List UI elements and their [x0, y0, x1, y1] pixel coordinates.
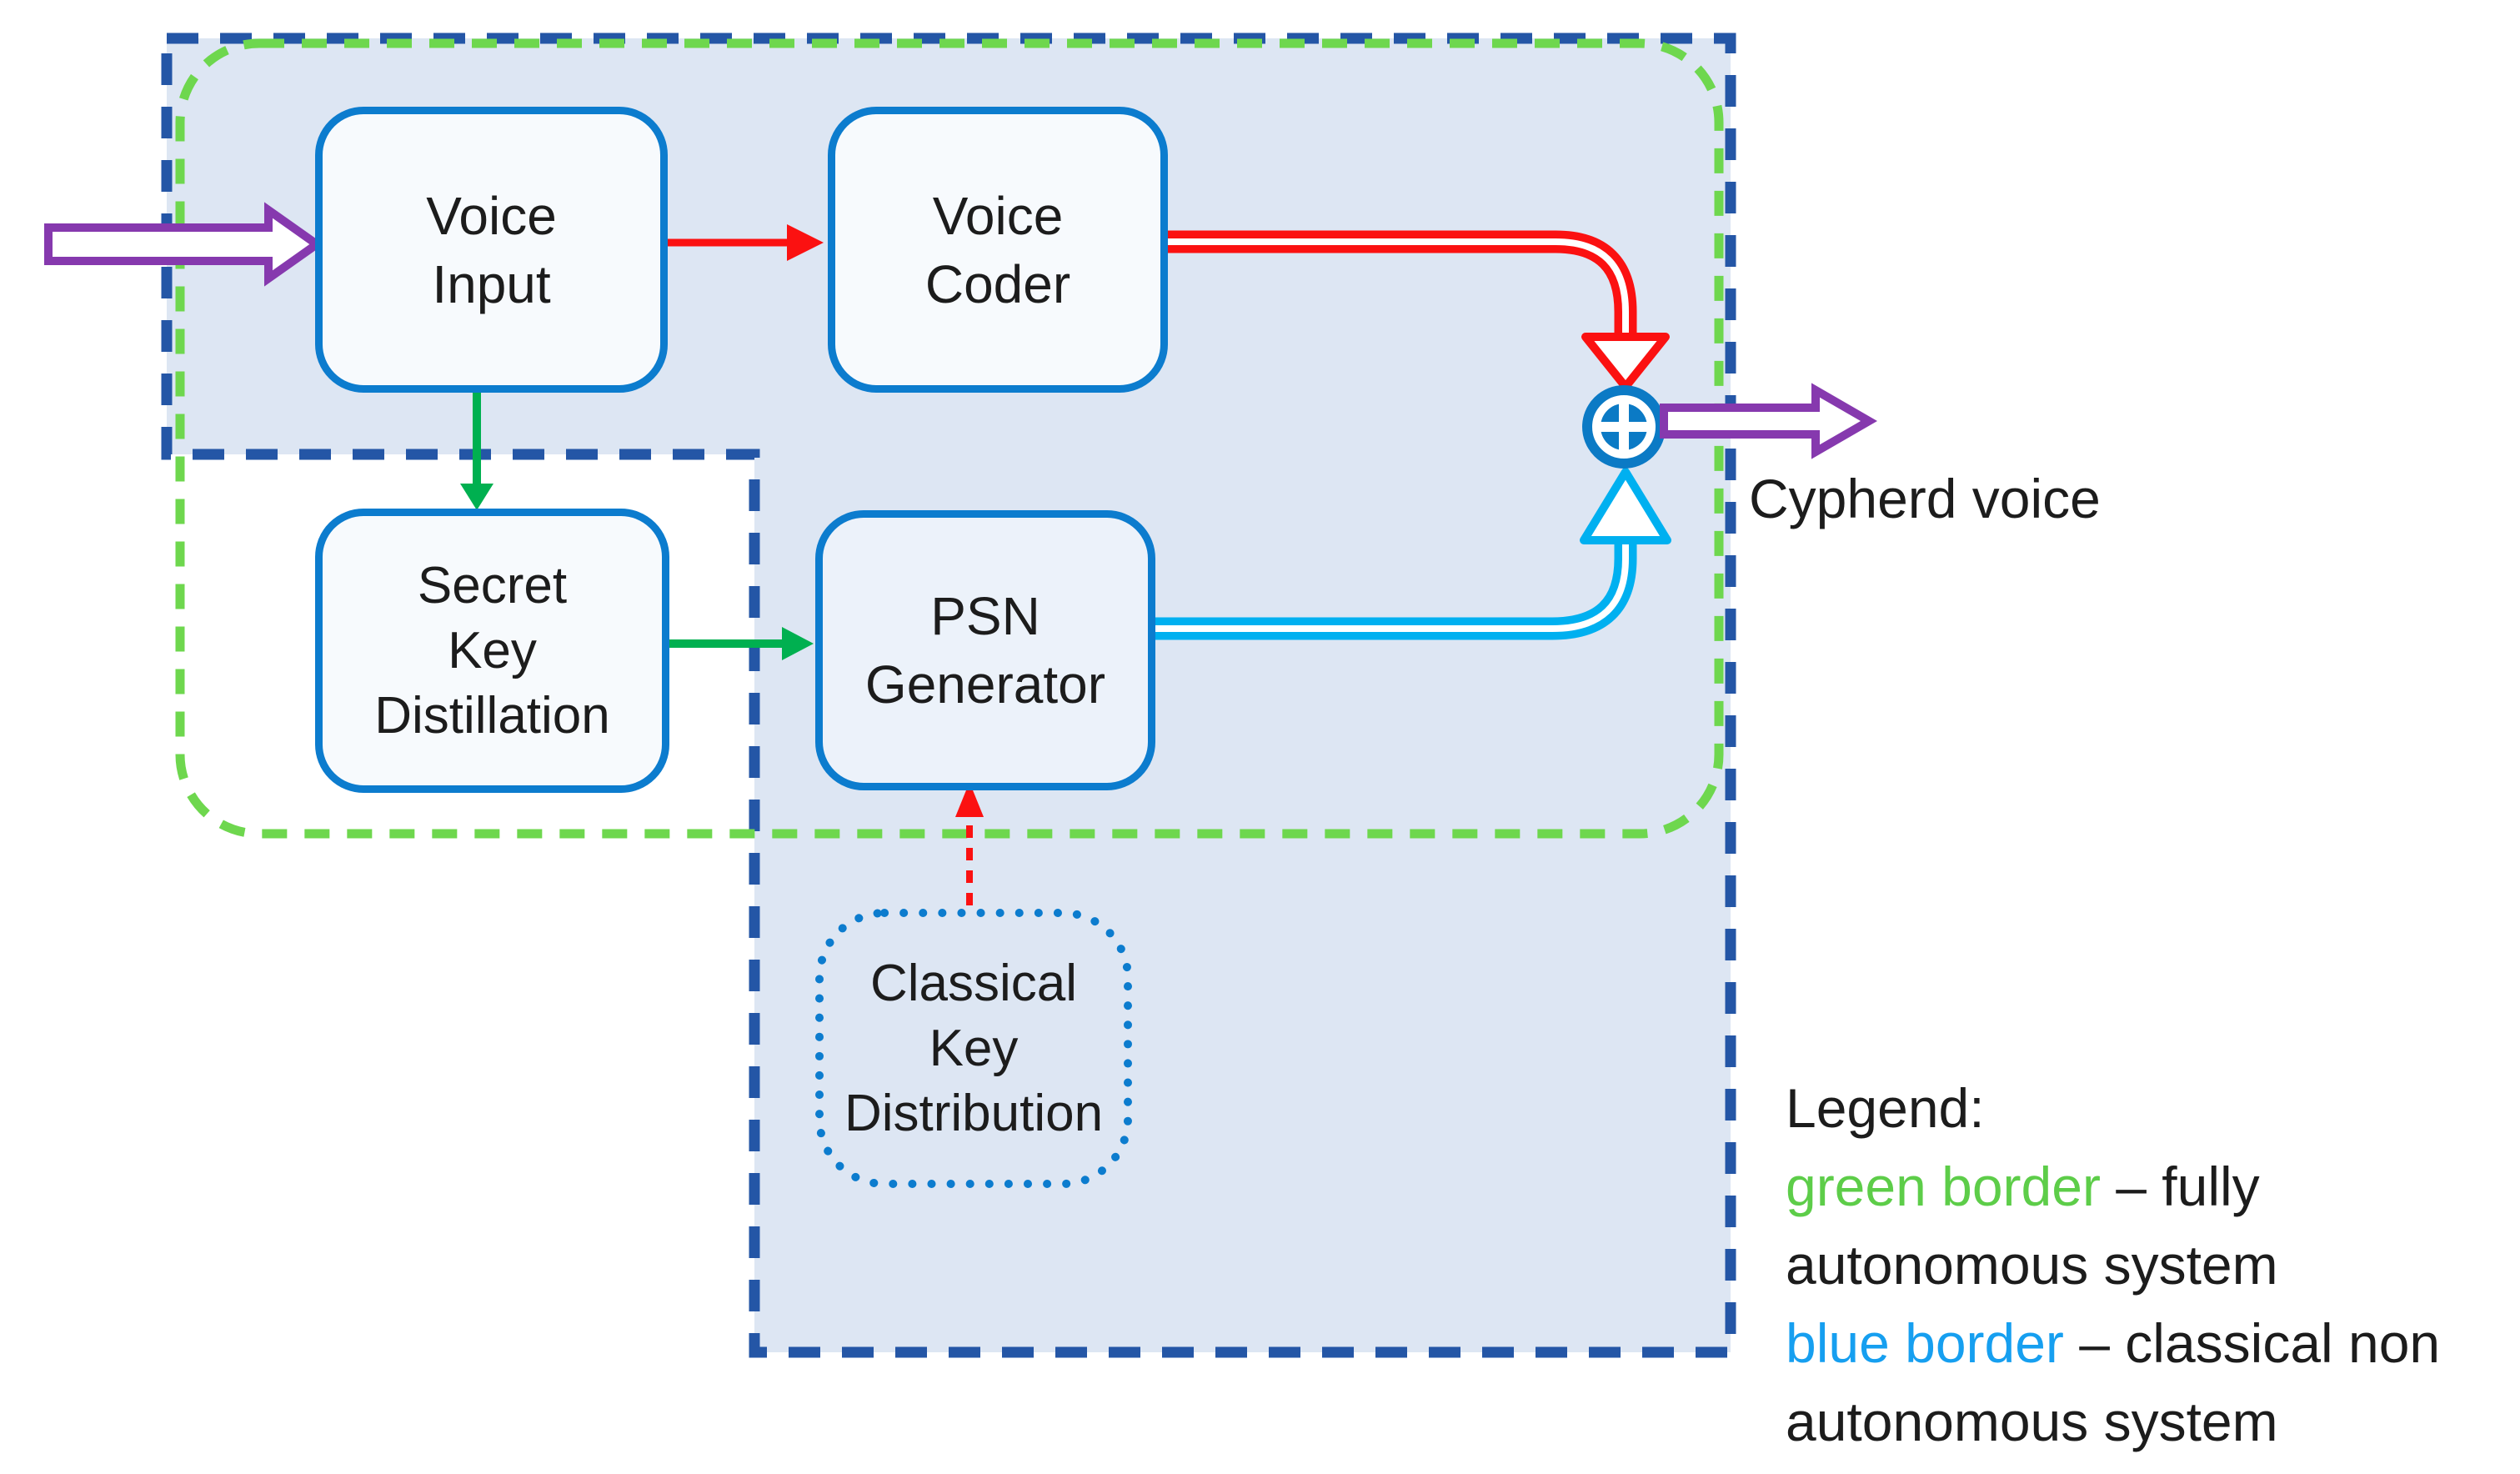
legend-line-blue: blue border – classical non: [1786, 1304, 2440, 1382]
legend-blue-cont-text: autonomous system: [1786, 1391, 2278, 1452]
classicalkey-dotted-border: [815, 909, 1132, 1188]
xor-icon: [1582, 385, 1666, 469]
node-psn-generator: PSN Generator: [815, 510, 1155, 790]
legend: Legend: green border – fully autonomous …: [1786, 1069, 2440, 1461]
cyphered-voice-label: Cypherd voice: [1749, 468, 2101, 529]
node-voice-input: Voice Input: [315, 107, 668, 393]
classicalkey-to-psn-arrowhead: [955, 782, 984, 817]
voicecoder-to-xor-pipe-core: [1156, 238, 1629, 337]
psn-to-xor-arrowhead: [1580, 468, 1671, 544]
legend-line-green: green border – fully: [1786, 1147, 2440, 1226]
node-classical-key-distribution: Classical Key Distribution: [844, 954, 1104, 1142]
legend-title: Legend:: [1786, 1069, 2440, 1147]
psn-to-xor-pipe-core: [1140, 540, 1629, 632]
voicecoder-to-xor-arrowhead: [1581, 333, 1670, 391]
voiceinput-to-secretkey-arrowhead: [460, 484, 493, 510]
legend-green-term: green border: [1786, 1156, 2101, 1217]
node-secret-key-distillation: Secret Key Distillation: [315, 509, 669, 793]
legend-title-text: Legend:: [1786, 1077, 1985, 1139]
node-voice-coder: Voice Coder: [828, 107, 1168, 393]
secretkey-to-psn-arrowhead: [782, 627, 814, 660]
legend-blue-rest: – classical non: [2063, 1312, 2441, 1374]
legend-green-cont-text: autonomous system: [1786, 1234, 2278, 1296]
legend-line-blue-cont: autonomous system: [1786, 1382, 2440, 1461]
legend-green-rest: – fully: [2100, 1156, 2260, 1217]
legend-line-green-cont: autonomous system: [1786, 1226, 2440, 1304]
classical-system-border: [161, 33, 1736, 1358]
voiceinput-to-voicecoder-arrowhead: [787, 224, 824, 261]
legend-blue-term: blue border: [1786, 1312, 2064, 1374]
cyphered-voice-output-arrow: [1660, 383, 1877, 459]
voice-input-arrow: [44, 202, 324, 287]
autonomous-system-border: [175, 38, 1724, 839]
